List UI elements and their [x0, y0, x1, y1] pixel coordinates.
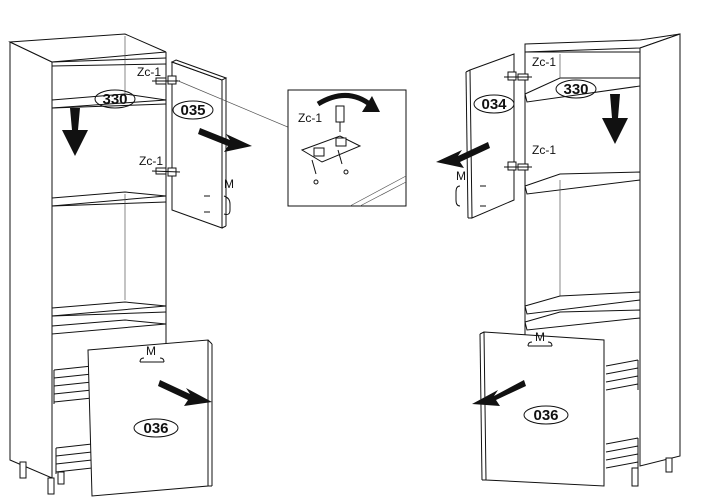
- part-number-door-left: 035: [180, 102, 205, 119]
- hinge-label-bottom-right: Zc-1: [532, 143, 556, 157]
- left-basket-upper: [53, 365, 93, 404]
- part-badge-drawer-left: [133, 418, 179, 438]
- hinge-label-top-left: Zc-1: [137, 65, 161, 79]
- right-door: [455, 53, 515, 219]
- left-leg-3: [57, 471, 65, 485]
- right-basket-upper: [605, 359, 639, 391]
- left-basket-lower: [55, 443, 93, 474]
- part-number-shelf-left: 330: [102, 91, 127, 108]
- push-arrow-icon: [436, 142, 490, 168]
- left-leg-2: [47, 477, 55, 495]
- hinge-label-bottom-left: Zc-1: [139, 154, 163, 168]
- left-leg-1: [19, 461, 27, 479]
- hinge-label-detail: Zc-1: [298, 111, 322, 125]
- right-cabinet-side-panel: [639, 33, 681, 467]
- handle-icon: [223, 195, 231, 215]
- right-shelf-3: [524, 291, 641, 315]
- drawer-panel-right: [483, 331, 605, 487]
- hinge-icon: [504, 71, 532, 81]
- part-badge-shelf-left: [94, 89, 136, 109]
- right-drawer-front: [479, 331, 605, 487]
- part-badge-door-right: [473, 94, 515, 114]
- right-basket-lower: [605, 437, 639, 470]
- left-shelf-1: [51, 93, 167, 109]
- left-cabinet-side-panel: [9, 41, 53, 479]
- push-arrow-icon: [472, 380, 526, 406]
- part-number-drawer-left: 036: [143, 420, 168, 437]
- detail-leader-line: [175, 79, 291, 129]
- down-arrow-icon: [62, 108, 88, 156]
- right-cabinet: [524, 33, 681, 487]
- hinge-detail-box: [287, 89, 407, 207]
- left-drawer-front: [87, 339, 213, 497]
- left-shelf-2: [51, 191, 167, 207]
- hinge-icon: [151, 167, 181, 177]
- drawer-panel-left: [87, 339, 209, 497]
- right-shelf-4: [524, 309, 641, 331]
- left-door: [170, 59, 231, 229]
- left-shelf-4: [51, 319, 167, 335]
- door-panel-034: [469, 53, 515, 219]
- left-cabinet: [8, 33, 167, 495]
- part-number-drawer-right: 036: [533, 407, 558, 424]
- right-shelf-1: [524, 77, 641, 103]
- right-leg-2: [665, 457, 673, 473]
- handle-label-right-drawer: M: [535, 330, 545, 344]
- down-arrow-icon: [602, 94, 628, 144]
- door-panel-035: [171, 61, 223, 229]
- right-leg-1: [631, 467, 639, 487]
- handle-label-left-drawer: M: [146, 344, 156, 358]
- handle-label-right-door: M: [456, 169, 466, 183]
- handle-icon: [455, 185, 461, 207]
- part-badge-door-left: [172, 100, 214, 120]
- right-shelf-2: [524, 171, 641, 195]
- left-shelf-3: [51, 301, 167, 317]
- screwdriver-icon: [335, 105, 345, 123]
- push-arrow-icon: [158, 380, 212, 406]
- push-arrow-icon: [198, 128, 252, 152]
- part-badge-drawer-right: [523, 405, 569, 425]
- hinge-icon: [504, 161, 532, 171]
- part-number-door-right: 034: [481, 96, 507, 113]
- hinge-label-top-right: Zc-1: [532, 55, 556, 69]
- part-number-shelf-right: 330: [563, 81, 588, 98]
- handle-label-left-door: M: [224, 177, 234, 191]
- part-badge-shelf-right: [555, 79, 597, 99]
